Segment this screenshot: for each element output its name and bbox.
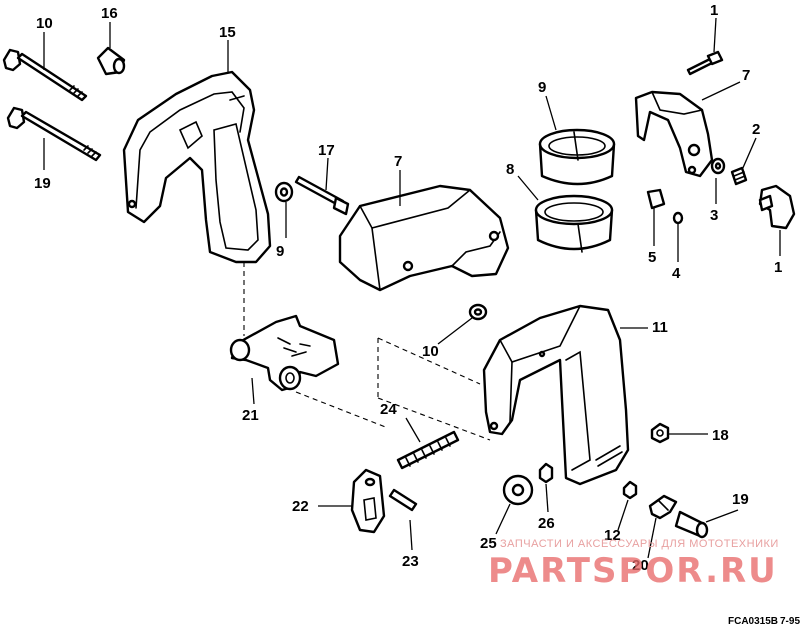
callout-4: 4 xyxy=(672,265,681,282)
part-13-swivel-bracket xyxy=(122,70,272,264)
callout-13: 15 xyxy=(219,24,236,41)
assembly-guide-lines xyxy=(243,262,491,441)
part-9-bushing-upper xyxy=(538,128,616,186)
watermark-subtitle: ЗАПЧАСТИ И АКСЕССУАРЫ ДЛЯ МОТОТЕХНИКИ xyxy=(500,538,779,550)
part-1-thumb-screw xyxy=(758,184,796,230)
drawing-footer: FCA0315B 7-95 xyxy=(728,616,800,627)
callout-17: 18 xyxy=(712,427,729,444)
callout-12: 12 xyxy=(604,527,621,544)
callout-26: 26 xyxy=(538,515,555,532)
part-26-nut xyxy=(538,462,554,484)
part-4-o-ring xyxy=(672,211,684,225)
callout-9-lower: 8 xyxy=(506,161,514,178)
callout-20: 20 xyxy=(632,557,649,574)
callout-23: 23 xyxy=(402,553,419,570)
callout-18: 19 xyxy=(34,175,51,192)
leader-lines xyxy=(43,17,781,559)
part-3-washer xyxy=(710,157,726,175)
callout-9-upper: 9 xyxy=(538,79,546,96)
watermark-brand: PARTSPOR.RU xyxy=(488,551,778,591)
callout-15: 17 xyxy=(318,142,335,159)
callout-16: 10 xyxy=(36,15,53,32)
callout-8: 1 xyxy=(710,2,718,19)
drawing-date-code: 7-95 xyxy=(780,616,800,627)
drawing-code: FCA0315B xyxy=(728,616,778,627)
part-7-clamp-half xyxy=(634,90,714,178)
part-20-clip xyxy=(648,494,678,520)
part-2-spring xyxy=(730,166,748,186)
part-12-nut xyxy=(622,480,638,500)
callout-19: 19 xyxy=(732,491,749,508)
part-5-square-nut xyxy=(646,188,666,210)
part-22-lock-plate xyxy=(350,468,386,534)
part-14-bushing xyxy=(96,46,126,76)
part-15-bolt xyxy=(294,175,350,216)
callout-22: 22 xyxy=(292,498,309,515)
watermark: ЗАПЧАСТИ И АКСЕССУАРЫ ДЛЯ МОТОТЕХНИКИ PA… xyxy=(488,538,779,591)
part-17-nut xyxy=(650,422,670,444)
part-21-tilt-lever xyxy=(229,314,340,392)
part-16-long-bolt xyxy=(2,48,88,102)
callout-21: 21 xyxy=(242,407,259,424)
part-7-clamp-block xyxy=(338,184,510,292)
callout-10-lower: 10 xyxy=(422,343,439,360)
part-11-stern-bracket xyxy=(482,304,630,486)
part-10-washer-lower xyxy=(468,303,488,321)
callout-3: 3 xyxy=(710,207,718,224)
part-18-long-bolt xyxy=(6,106,102,162)
callout-5: 5 xyxy=(648,249,656,266)
callout-2: 2 xyxy=(752,121,760,138)
callout-10-upper: 9 xyxy=(276,243,284,260)
callout-24: 24 xyxy=(380,401,397,418)
callout-11: 11 xyxy=(652,319,668,336)
callout-14: 16 xyxy=(101,5,118,22)
callout-7-center: 7 xyxy=(394,153,402,170)
part-24-threaded-rod xyxy=(396,430,460,470)
callout-25: 25 xyxy=(480,535,497,552)
callout-7-right: 7 xyxy=(742,67,750,84)
callout-1: 1 xyxy=(774,259,782,276)
part-25-washer xyxy=(502,474,534,506)
part-9-bushing-lower xyxy=(534,194,614,253)
callout-labels: 10 16 15 19 17 9 7 9 8 1 7 2 3 5 4 1 10 … xyxy=(34,2,782,574)
part-19-pin xyxy=(674,510,709,539)
part-8-small-bolt xyxy=(686,50,724,76)
part-23-stud xyxy=(388,488,418,512)
part-10-washer-upper xyxy=(274,181,294,203)
